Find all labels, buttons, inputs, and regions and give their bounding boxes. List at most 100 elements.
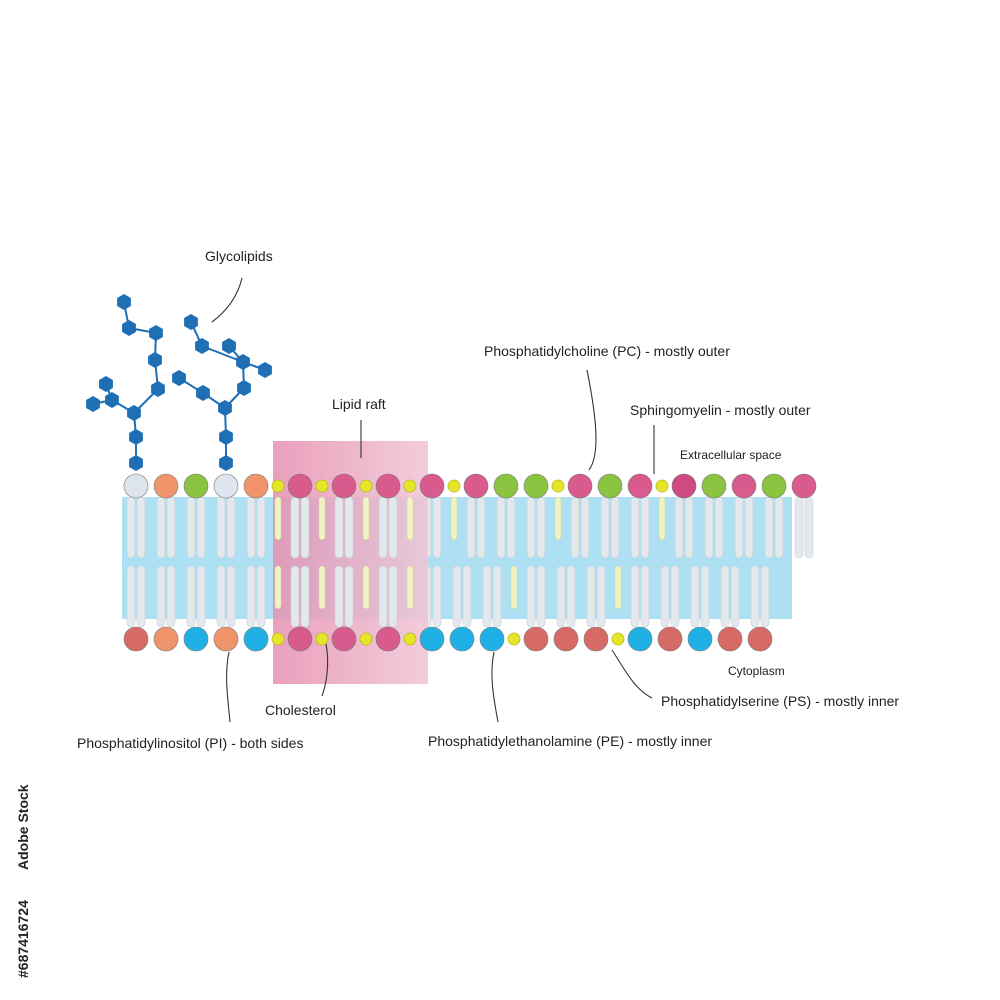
outer-head-pc xyxy=(375,473,401,499)
fatty-acid-tail xyxy=(226,565,236,628)
cholesterol-body xyxy=(362,565,370,609)
inner-head-pc xyxy=(331,626,357,652)
inner-cholesterol-head xyxy=(359,632,373,646)
fatty-acid-tail xyxy=(466,496,476,559)
outer-head-neutral xyxy=(523,473,549,499)
fatty-acid-tail xyxy=(432,496,442,559)
outer-cholesterol-head xyxy=(315,479,329,493)
inner-cholesterol-head xyxy=(507,632,521,646)
fatty-acid-tail xyxy=(536,496,546,559)
fatty-acid-tail xyxy=(462,565,472,628)
ps-label: Phosphatidylserine (PS) - mostly inner xyxy=(661,693,899,709)
inner-tail-pair xyxy=(586,565,606,628)
fatty-acid-tail xyxy=(600,496,610,559)
outer-head-pc xyxy=(287,473,313,499)
outer-cholesterol-head xyxy=(403,479,417,493)
fatty-acid-tail xyxy=(536,565,546,628)
fatty-acid-tail xyxy=(126,496,136,559)
outer-cholesterol-head xyxy=(271,479,285,493)
inner-tail-pair xyxy=(630,565,650,628)
fatty-acid-tail xyxy=(794,496,804,559)
fatty-acid-tail xyxy=(136,565,146,628)
inner-head-pc xyxy=(287,626,313,652)
outer-head-glyco xyxy=(213,473,239,499)
fatty-acid-tail xyxy=(196,496,206,559)
fatty-acid-tail xyxy=(630,565,640,628)
sugar-hexagon xyxy=(99,376,113,392)
inner-cholesterol-head xyxy=(611,632,625,646)
inner-tail-pair xyxy=(246,565,266,628)
fatty-acid-tail xyxy=(216,565,226,628)
sugar-hexagon xyxy=(122,320,136,336)
fatty-acid-tail xyxy=(246,565,256,628)
fatty-acid-tail xyxy=(166,496,176,559)
inner-tail-pair xyxy=(216,565,236,628)
inner-head-ps xyxy=(553,626,579,652)
fatty-acid-tail xyxy=(452,565,462,628)
fatty-acid-tail xyxy=(556,565,566,628)
outer-tail-pair xyxy=(570,496,590,559)
fatty-acid-tail xyxy=(186,565,196,628)
fatty-acid-tail xyxy=(378,496,388,559)
fatty-acid-tail xyxy=(570,496,580,559)
inner-tail-pair xyxy=(720,565,740,628)
glycolipid-sugar-chains xyxy=(86,294,272,471)
cholesterol-body xyxy=(554,496,562,540)
fatty-acid-tail xyxy=(378,565,388,628)
fatty-acid-tail xyxy=(660,565,670,628)
fatty-acid-tail xyxy=(684,496,694,559)
inner-head-ps xyxy=(583,626,609,652)
inner-tail-pair xyxy=(526,565,546,628)
outer-tail-pair xyxy=(794,496,814,559)
fatty-acid-tail xyxy=(804,496,814,559)
outer-tail-pair xyxy=(630,496,650,559)
inner-head-ps xyxy=(657,626,683,652)
inner-head-pe xyxy=(449,626,475,652)
fatty-acid-tail xyxy=(730,565,740,628)
cholesterol-body xyxy=(658,496,666,540)
outer-head-pc xyxy=(567,473,593,499)
sugar-hexagon xyxy=(222,338,236,354)
sugar-hexagon xyxy=(219,455,233,471)
inner-tail-pair xyxy=(556,565,576,628)
inner-tail-pair xyxy=(750,565,770,628)
fatty-acid-tail xyxy=(630,496,640,559)
outer-head-pc xyxy=(419,473,445,499)
fatty-acid-tail xyxy=(156,496,166,559)
cholesterol-leader xyxy=(321,643,329,697)
fatty-acid-tail xyxy=(290,565,300,628)
fatty-acid-tail xyxy=(492,565,502,628)
outer-tail-pair xyxy=(466,496,486,559)
cholesterol-body xyxy=(450,496,458,540)
cholesterol-body xyxy=(318,496,326,540)
fatty-acid-tail xyxy=(640,565,650,628)
outer-head-glyco xyxy=(123,473,149,499)
fatty-acid-tail xyxy=(674,496,684,559)
cholesterol-body xyxy=(318,565,326,609)
sugar-hexagon xyxy=(172,370,186,386)
inner-tail-pair xyxy=(334,565,354,628)
outer-tail-pair xyxy=(216,496,236,559)
fatty-acid-tail xyxy=(580,496,590,559)
inner-cholesterol-head xyxy=(271,632,285,646)
fatty-acid-tail xyxy=(744,496,754,559)
sugar-hexagon xyxy=(149,325,163,341)
cholesterol-body xyxy=(362,496,370,540)
inner-tail-pair xyxy=(186,565,206,628)
sugar-hexagon xyxy=(129,429,143,445)
lipid-heads xyxy=(123,473,817,652)
fatty-acid-tail xyxy=(126,565,136,628)
fatty-acid-tail xyxy=(700,565,710,628)
fatty-acid-tail xyxy=(526,496,536,559)
stock-id: #687416724 xyxy=(15,900,31,978)
sugar-hexagon xyxy=(219,429,233,445)
cholesterol-label: Cholesterol xyxy=(265,702,336,718)
cholesterol-body xyxy=(614,565,622,609)
inner-head-pe xyxy=(627,626,653,652)
inner-tail-pair xyxy=(126,565,146,628)
cholesterol-body xyxy=(274,496,282,540)
fatty-acid-tail xyxy=(388,496,398,559)
inner-tail-pair xyxy=(482,565,502,628)
fatty-acid-tail xyxy=(432,565,442,628)
outer-tail-pair xyxy=(734,496,754,559)
